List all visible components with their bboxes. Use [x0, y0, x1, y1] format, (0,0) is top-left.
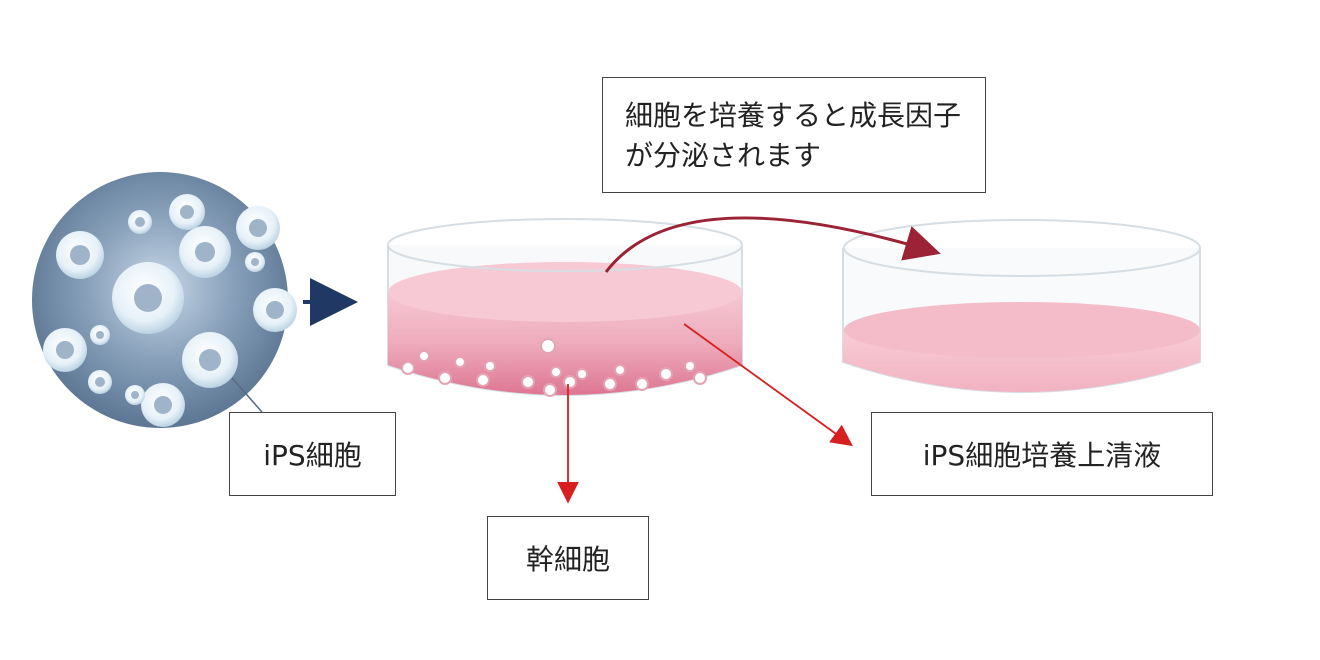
supernatant-dish: [843, 220, 1200, 392]
stem-cells-label: 幹細胞: [487, 516, 649, 600]
ips-cells-text: iPS細胞: [263, 434, 361, 474]
ips-cell-sphere: [32, 172, 297, 428]
supernatant-text: iPS細胞培養上清液: [923, 434, 1161, 474]
secretion-text-line1: 細胞を培養すると成長因子: [625, 96, 985, 136]
ips-cells-label: iPS細胞: [229, 412, 396, 496]
supernatant-label: iPS細胞培養上清液: [871, 412, 1213, 496]
supernatant-pointer-arrow: [684, 324, 850, 444]
culture-dish: [388, 219, 742, 396]
stem-cells-text: 幹細胞: [526, 538, 610, 578]
secretion-callout: 細胞を培養すると成長因子 が分泌されます: [602, 77, 986, 193]
secretion-text-line2: が分泌されます: [625, 136, 985, 176]
